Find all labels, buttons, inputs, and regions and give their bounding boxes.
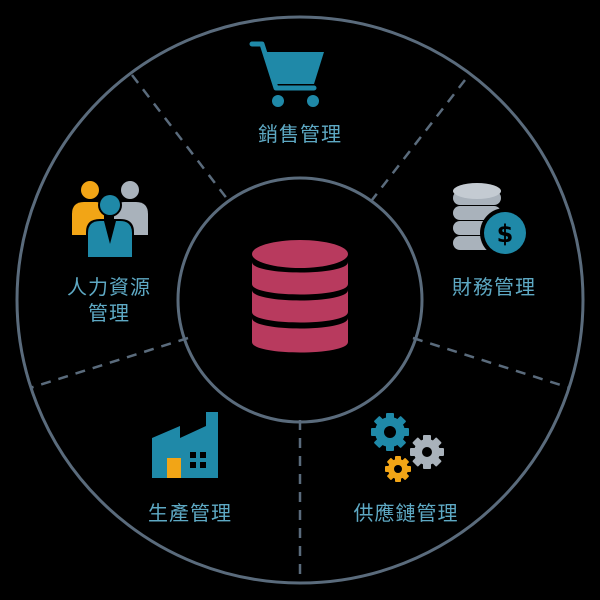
supply-chain-label: 供應鏈管理 bbox=[353, 501, 459, 525]
sales-label: 銷售管理 bbox=[258, 122, 342, 146]
outer-ring bbox=[15, 15, 585, 585]
database-icon bbox=[252, 240, 348, 353]
divider-production-hr bbox=[29, 336, 189, 390]
svg-text:$: $ bbox=[497, 220, 514, 248]
people-icon bbox=[72, 181, 148, 258]
factory-icon bbox=[152, 412, 218, 478]
gears-icon bbox=[371, 413, 444, 482]
divider-finance-supply bbox=[412, 336, 571, 390]
inner-ring bbox=[176, 176, 424, 424]
production-label: 生產管理 bbox=[148, 501, 232, 525]
coins-dollar-icon: $ bbox=[453, 183, 530, 258]
divider-sales-hr bbox=[131, 74, 229, 201]
shopping-cart-icon bbox=[249, 41, 324, 107]
finance-label: 財務管理 bbox=[452, 275, 536, 299]
hr-label-line1: 人力資源 bbox=[67, 275, 151, 299]
hr-label-line2: 管理 bbox=[88, 301, 130, 325]
divider-sales-finance bbox=[371, 79, 466, 201]
